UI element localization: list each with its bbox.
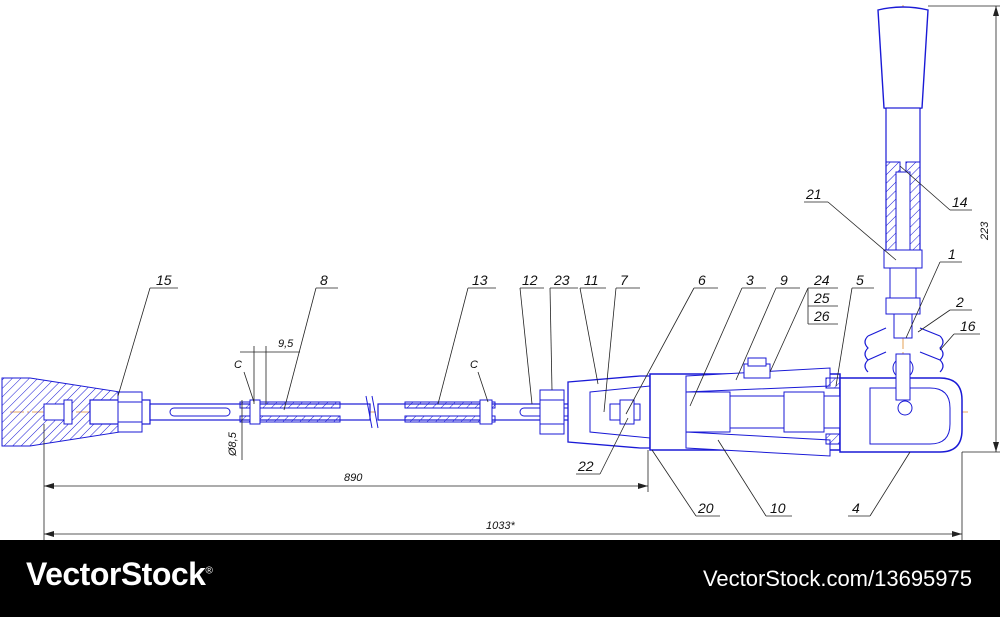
pump-body xyxy=(839,353,963,453)
callout-24: 24 xyxy=(813,272,830,288)
brand-name: VectorStock xyxy=(26,556,206,592)
section-c-left: C xyxy=(234,359,242,371)
dimension-890: 890 xyxy=(43,424,649,540)
callout-23: 23 xyxy=(553,272,570,288)
callout-12: 12 xyxy=(522,272,538,288)
engineering-drawing: 890 1033* 223 9,5 C Ø8,5 C xyxy=(1,5,1000,540)
callout-16: 16 xyxy=(960,318,976,334)
callout-7: 7 xyxy=(620,272,629,288)
left-end-fitting xyxy=(1,377,151,447)
callout-4: 4 xyxy=(852,500,860,516)
sleeve xyxy=(567,375,651,449)
callout-14: 14 xyxy=(952,194,968,210)
detail-dimensions: 9,5 C Ø8,5 C xyxy=(227,338,489,460)
callout-labels: 15 8 13 12 23 11 7 6 3 9 24 25 26 5 1 2 … xyxy=(156,186,976,516)
dim-223-label: 223 xyxy=(979,221,991,241)
dimension-1033: 1033* xyxy=(44,452,963,540)
left-rod xyxy=(149,399,371,425)
middle-rod xyxy=(377,389,581,435)
registered-mark: ® xyxy=(205,565,213,577)
callout-6: 6 xyxy=(698,272,706,288)
callout-9: 9 xyxy=(780,272,788,288)
cylinder-housing xyxy=(649,357,875,457)
callout-2: 2 xyxy=(955,294,964,310)
callout-3: 3 xyxy=(746,272,754,288)
callout-1: 1 xyxy=(948,246,956,262)
callout-20: 20 xyxy=(697,500,714,516)
callout-10: 10 xyxy=(770,500,786,516)
dim-890-label: 890 xyxy=(344,472,363,484)
callout-25: 25 xyxy=(813,290,830,306)
callout-15: 15 xyxy=(156,272,172,288)
callout-26: 26 xyxy=(813,308,830,324)
callout-11: 11 xyxy=(584,272,599,288)
section-c-right: C xyxy=(470,359,478,371)
callout-21: 21 xyxy=(805,186,822,202)
watermark-footer: VectorStock® VectorStock.com/13695975 xyxy=(0,540,1000,617)
brand-logo: VectorStock® xyxy=(26,556,213,593)
handle-assembly xyxy=(877,6,929,339)
dim-1033-label: 1033* xyxy=(486,520,515,532)
dim-diameter-label: Ø8,5 xyxy=(227,431,239,457)
callout-8: 8 xyxy=(320,272,328,288)
stock-url: VectorStock.com/13695975 xyxy=(702,566,972,591)
dimension-223: 223 xyxy=(928,5,1000,453)
callout-leaders xyxy=(117,165,980,517)
bellows xyxy=(864,327,944,373)
callout-22: 22 xyxy=(577,458,594,474)
callout-5: 5 xyxy=(856,272,864,288)
dim-9-5-label: 9,5 xyxy=(278,338,294,350)
callout-13: 13 xyxy=(472,272,488,288)
